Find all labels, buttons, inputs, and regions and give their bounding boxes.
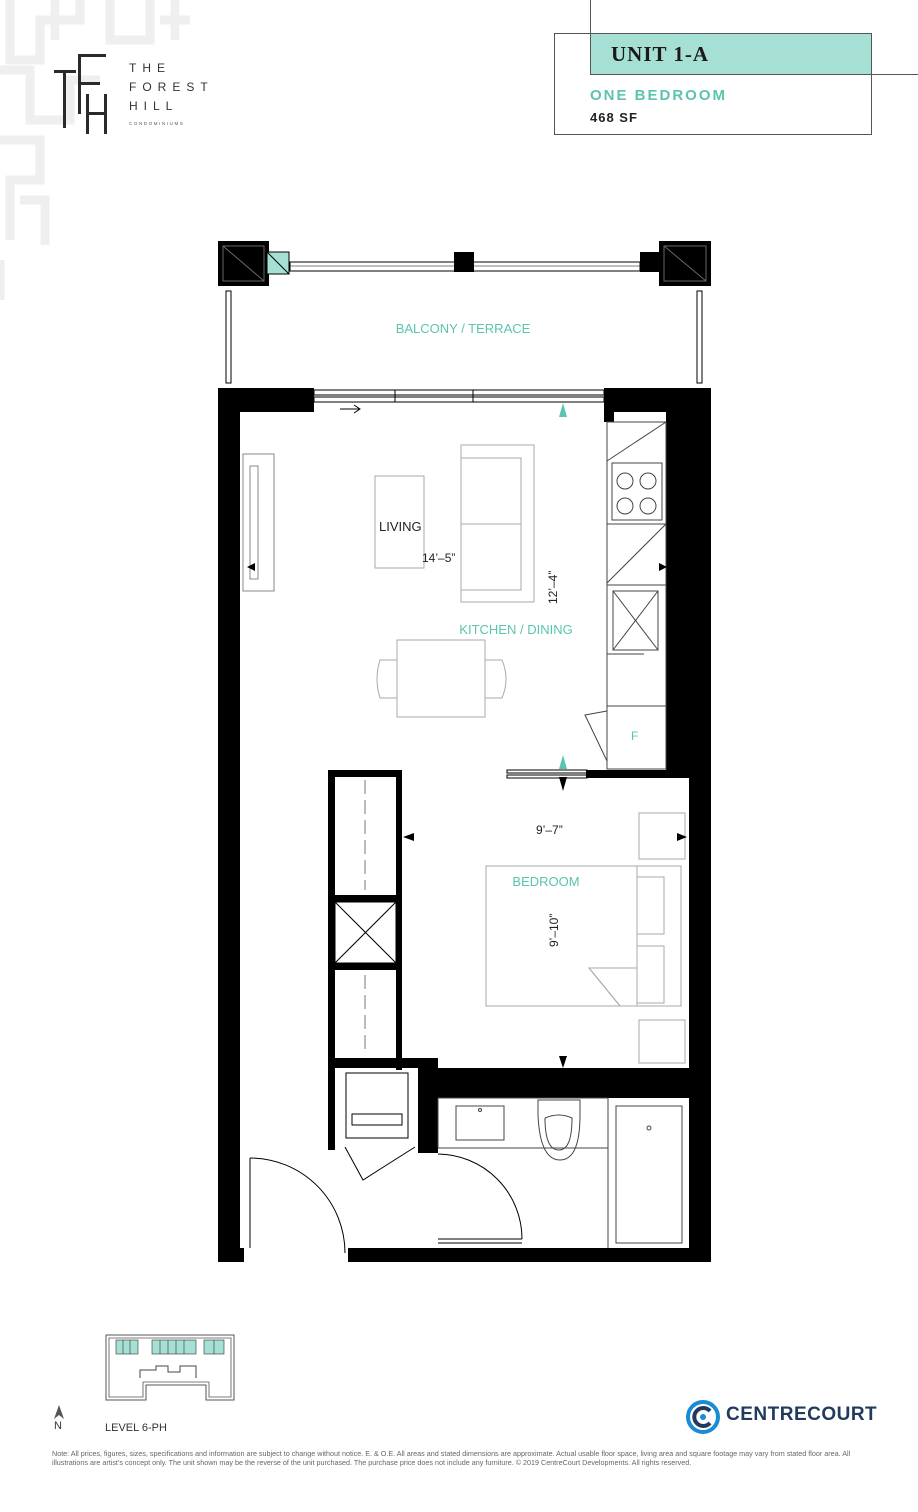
brand-line-forest: FOREST (129, 80, 214, 94)
brand-sub: CONDOMINIUMS (129, 121, 185, 126)
north-arrow-icon (54, 1405, 64, 1419)
unit-area: 468 SF (590, 110, 638, 125)
centrecourt-logo-icon (686, 1400, 720, 1434)
closet-walls (328, 770, 689, 1153)
bedroom-label: BEDROOM (512, 874, 579, 889)
living-width-dim: 14’–5” (422, 551, 455, 565)
doors (249, 1146, 523, 1254)
living-label: LIVING (379, 519, 422, 534)
floor-plan: BALCONY / TERRACE LIVING 14’–5” 12’–4” (218, 241, 711, 1262)
level-label: LEVEL 6-PH (105, 1422, 167, 1434)
header-rule-horizontal (872, 74, 918, 75)
north-label: N (54, 1420, 62, 1432)
bedroom-furniture (485, 812, 686, 1064)
sliding-door (313, 389, 605, 414)
brand-line-the: THE (129, 61, 171, 75)
dining-table (376, 639, 507, 718)
bathroom (437, 1097, 683, 1248)
bedroom-width-dim: 9’–7” (536, 823, 563, 837)
key-plan-highlight (115, 1339, 225, 1355)
balcony: BALCONY / TERRACE (218, 241, 711, 384)
bedroom-depth-dim: 9’–10” (547, 914, 561, 947)
background-pattern (0, 0, 190, 300)
bedroom-sliding-door (506, 769, 588, 779)
tfh-logo-mark (54, 54, 107, 134)
legal-note: Note: All prices, figures, sizes, specif… (52, 1449, 851, 1467)
unit-title: UNIT 1-A (590, 33, 872, 75)
exterior-walls (218, 388, 711, 1262)
header-rule-vertical (590, 0, 591, 33)
developer-name: CENTRECOURT (726, 1404, 878, 1425)
tv-console (242, 453, 275, 592)
living-depth-dim: 12’–4” (546, 571, 560, 604)
unit-type: ONE BEDROOM (590, 87, 728, 104)
living-furniture (374, 444, 535, 603)
fridge-label: F (631, 729, 638, 743)
brand-line-hill: HILL (129, 99, 179, 113)
kitchen-counter (584, 421, 667, 770)
balcony-label: BALCONY / TERRACE (396, 321, 531, 336)
closet-details (334, 780, 409, 1139)
key-plan (105, 1334, 235, 1401)
kitchen-dining-label: KITCHEN / DINING (459, 622, 572, 637)
